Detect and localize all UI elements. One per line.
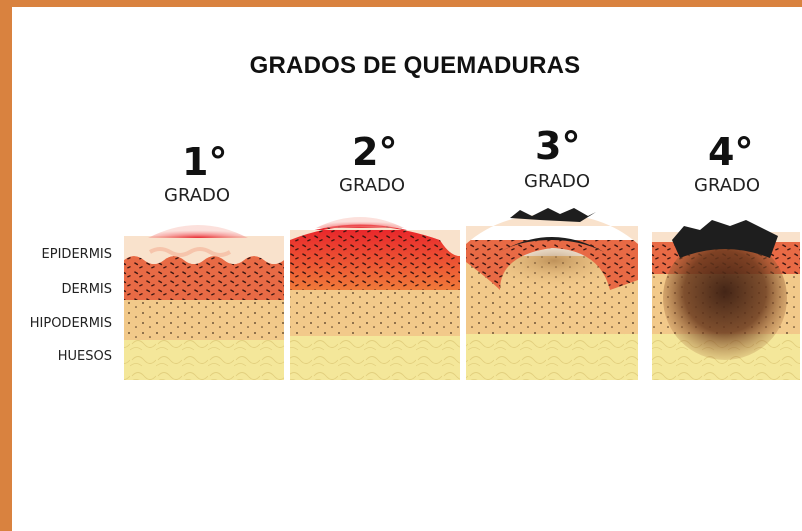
degree-2-number: 2° bbox=[352, 130, 398, 174]
layer-label-hipodermis: HIPODERMIS bbox=[29, 316, 112, 331]
degree-3-label: GRADO bbox=[524, 171, 591, 192]
degree-2-label: GRADO bbox=[339, 175, 406, 196]
layer-label-epidermis: EPIDERMIS bbox=[41, 247, 112, 262]
tissue-damage bbox=[498, 248, 610, 290]
degree-1-label: GRADO bbox=[164, 185, 231, 206]
layer-label-huesos: HUESOS bbox=[57, 349, 112, 364]
cross-section-degree-3 bbox=[466, 208, 638, 380]
eschar-mark bbox=[510, 208, 596, 222]
blister-mark bbox=[316, 217, 404, 228]
char-layer bbox=[672, 220, 778, 258]
deep-tissue-damage bbox=[663, 236, 787, 360]
degree-1-number: 1° bbox=[182, 140, 228, 184]
diagram-title: GRADOS DE QUEMADURAS bbox=[249, 52, 581, 79]
char-layer bbox=[500, 237, 604, 252]
cross-section-degree-2 bbox=[290, 217, 460, 380]
degree-4-label: GRADO bbox=[694, 175, 761, 196]
degree-4-number: 4° bbox=[708, 130, 754, 174]
layer-label-dermis: DERMIS bbox=[61, 282, 112, 297]
cross-section-degree-1 bbox=[124, 225, 284, 380]
redness-mark bbox=[148, 225, 248, 238]
degree-3-number: 3° bbox=[535, 124, 581, 168]
layer-epidermis bbox=[466, 214, 638, 244]
cross-section-degree-4 bbox=[652, 220, 800, 380]
